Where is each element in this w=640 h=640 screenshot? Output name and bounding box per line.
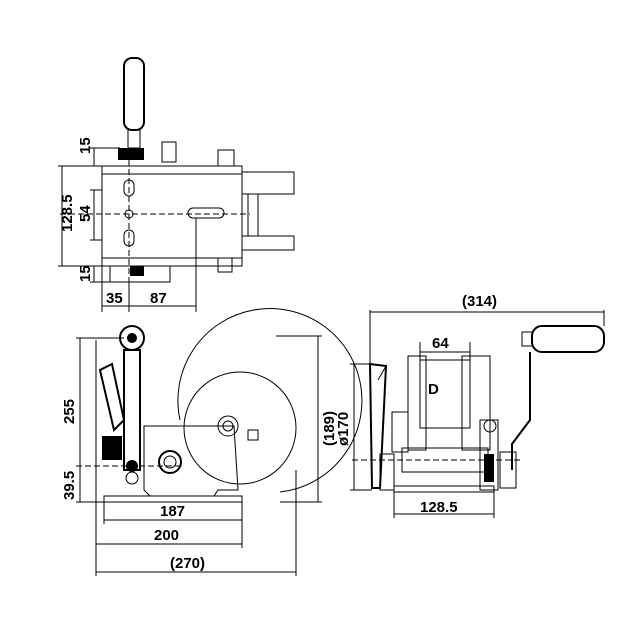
top-side-plate-lower	[241, 235, 295, 251]
side-base	[103, 495, 243, 503]
side-pawl-arm	[98, 362, 126, 432]
top-slot-3	[187, 207, 225, 219]
dim-top-15-lower: 15	[77, 265, 94, 282]
dim-front-64: 64	[432, 335, 449, 352]
top-main-body	[101, 165, 243, 267]
side-drum-inner	[183, 371, 297, 485]
dim-side-200: 200	[154, 527, 179, 544]
side-drum-outline	[177, 308, 363, 493]
dim-front-170: ø170	[335, 412, 352, 446]
dim-side-39-5: 39.5	[61, 471, 78, 500]
top-handle-stem	[127, 129, 141, 149]
dim-top-54: 54	[77, 205, 94, 222]
front-base	[393, 485, 495, 493]
dim-top-87: 87	[150, 290, 167, 307]
dim-front-314: (314)	[462, 293, 497, 310]
side-body-plate	[143, 425, 239, 497]
front-drum	[419, 359, 471, 429]
top-fitting-right	[217, 149, 235, 167]
front-crank-arm	[511, 352, 531, 470]
top-view	[58, 57, 295, 312]
dim-side-187: 187	[160, 503, 185, 520]
dim-top-128-5: 128.5	[59, 194, 76, 232]
dim-side-189: (189)	[321, 411, 338, 446]
top-fitting-left	[161, 141, 177, 163]
top-handle-nut	[118, 148, 144, 160]
drum-letter-label: D	[428, 381, 439, 398]
top-handle-grip	[123, 57, 145, 131]
dim-side-255: 255	[61, 399, 78, 424]
dim-top-35: 35	[106, 290, 123, 307]
dim-top-15-upper: 15	[77, 137, 94, 154]
front-handle-grip	[531, 325, 605, 353]
front-view	[350, 310, 605, 518]
side-view	[76, 308, 363, 576]
side-handle-arm	[123, 349, 141, 471]
dim-front-128-5: 128.5	[420, 499, 458, 516]
top-side-plate-upper	[241, 171, 295, 195]
dim-side-270: (270)	[170, 555, 205, 572]
front-left-flange	[368, 362, 388, 489]
